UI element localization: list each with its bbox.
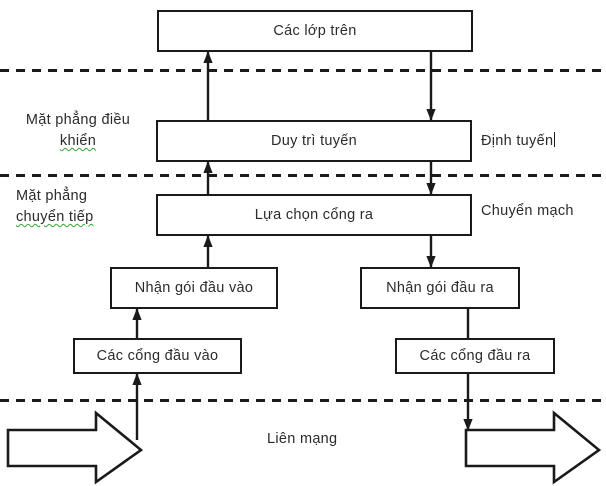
arrowhead-up-routemaintain bbox=[203, 161, 213, 173]
arrowhead-up-upperlayers bbox=[203, 51, 213, 63]
label-control-plane-line1: Mặt phẳng điều bbox=[25, 112, 131, 128]
label-routing-text: Định tuyến bbox=[481, 133, 554, 149]
box-output-select-label: Lựa chọn cổng ra bbox=[254, 207, 374, 223]
label-switching: Chuyển mạch bbox=[481, 203, 574, 219]
box-recv-out-packet-label: Nhận gói đầu ra bbox=[386, 280, 494, 296]
arrowhead-down-routemaintain bbox=[426, 109, 436, 121]
label-forwarding-plane-line2: chuyển tiếp bbox=[16, 209, 94, 225]
label-routing: Định tuyến bbox=[481, 132, 556, 149]
arrowhead-down-outputselect bbox=[426, 183, 436, 195]
box-output-ports[interactable]: Các cổng đầu ra bbox=[395, 338, 555, 374]
box-output-select[interactable]: Lựa chọn cổng ra bbox=[156, 194, 472, 236]
flow-block-arrows bbox=[6, 410, 602, 485]
arrowhead-down-recvout bbox=[426, 256, 436, 268]
label-internetwork-text: Liên mạng bbox=[267, 431, 338, 447]
box-input-ports-label: Các cổng đầu vào bbox=[96, 348, 219, 364]
box-route-maintain-label: Duy trì tuyến bbox=[270, 133, 358, 149]
label-control-plane-line2: khiển bbox=[59, 133, 97, 149]
box-upper-layers[interactable]: Các lớp trên bbox=[157, 10, 473, 52]
box-recv-out-packet[interactable]: Nhận gói đầu ra bbox=[360, 267, 520, 309]
arrowhead-up-inputports bbox=[132, 373, 142, 385]
box-upper-layers-label: Các lớp trên bbox=[273, 23, 357, 39]
arrowhead-down-outbound bbox=[463, 419, 473, 431]
connector-lines bbox=[135, 52, 470, 440]
arrowhead-up-recvin bbox=[132, 308, 142, 320]
label-control-plane: Mặt phẳng điều khiển bbox=[8, 110, 148, 152]
outbound-traffic-arrow bbox=[464, 410, 602, 485]
box-recv-in-packet[interactable]: Nhận gói đầu vào bbox=[110, 267, 278, 309]
plane-separators bbox=[0, 69, 606, 402]
text-caret bbox=[554, 132, 556, 147]
label-switching-text: Chuyển mạch bbox=[481, 203, 574, 219]
box-route-maintain[interactable]: Duy trì tuyến bbox=[156, 120, 472, 162]
inbound-traffic-arrow bbox=[6, 410, 144, 485]
label-forwarding-plane-line1: Mặt phẳng bbox=[16, 188, 88, 204]
arrowhead-up-outputselect bbox=[203, 235, 213, 247]
box-output-ports-label: Các cổng đầu ra bbox=[419, 348, 531, 364]
label-internetwork: Liên mạng bbox=[267, 431, 337, 447]
box-input-ports[interactable]: Các cổng đầu vào bbox=[73, 338, 242, 374]
connector-arrowheads bbox=[132, 51, 473, 431]
label-forwarding-plane: Mặt phẳng chuyển tiếp bbox=[16, 186, 156, 228]
box-recv-in-packet-label: Nhận gói đầu vào bbox=[134, 280, 254, 296]
